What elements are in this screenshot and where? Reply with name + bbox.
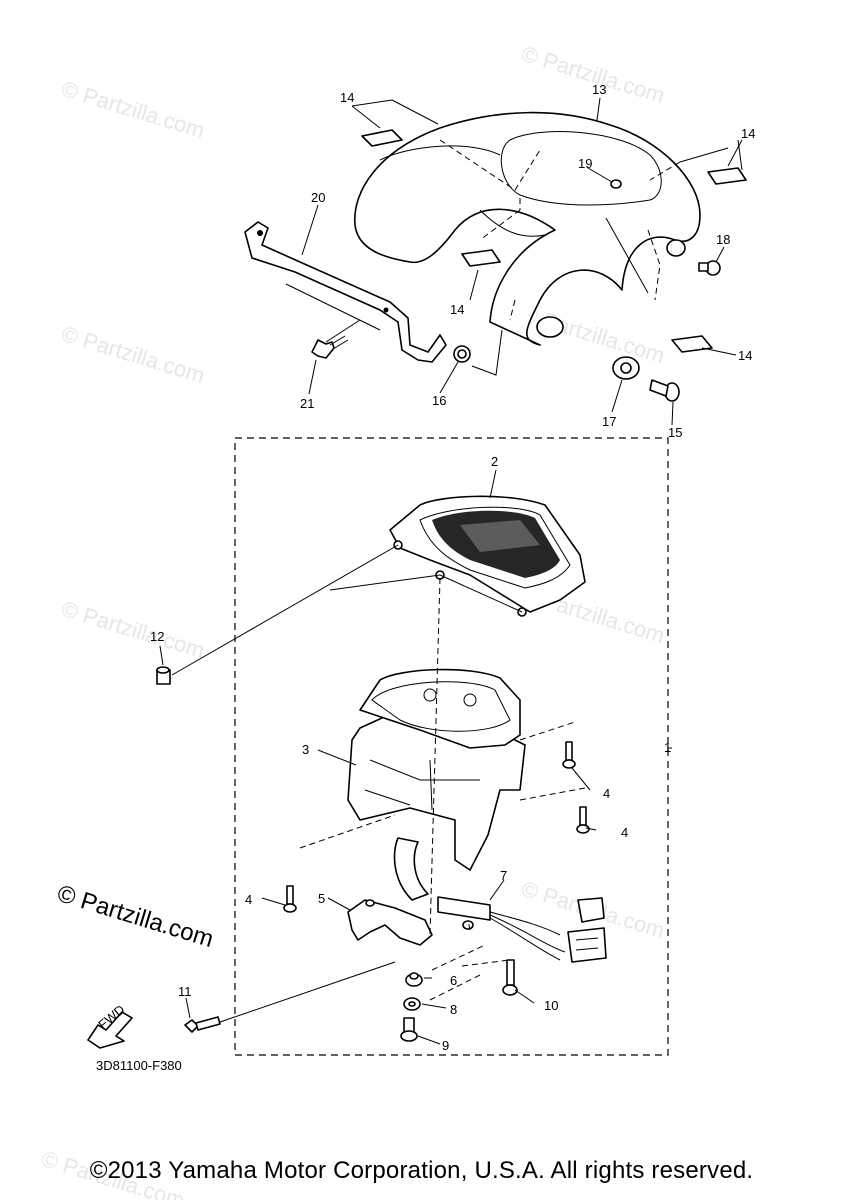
leader-lines-upper — [285, 97, 743, 426]
collar-12 — [156, 666, 171, 685]
callout-8: 8 — [450, 1002, 457, 1017]
callout-13: 13 — [592, 82, 606, 97]
nut-6 — [405, 972, 423, 987]
meter-housing-3 — [347, 668, 526, 901]
copyright-notice: ©2013 Yamaha Motor Corporation, U.S.A. A… — [89, 1157, 754, 1184]
callout-10: 10 — [544, 998, 558, 1013]
screw-21 — [311, 335, 349, 359]
washer-8 — [403, 997, 421, 1011]
watermark: © Partzilla.com — [519, 41, 668, 108]
callout-20: 20 — [311, 190, 325, 205]
callout-9: 9 — [442, 1038, 449, 1053]
bracket-5 — [347, 899, 433, 946]
callout-4: 4 — [245, 892, 252, 907]
screw-4 — [283, 741, 590, 913]
diagram-code: 3D81100-F380 — [96, 1058, 182, 1073]
callout-numbers: 1 2 3 4 4 4 5 6 7 8 9 10 11 12 13 14 14 … — [150, 82, 755, 1053]
callout-3: 3 — [302, 742, 309, 757]
watermark: © Partzilla.com — [59, 596, 208, 663]
callout-14: 14 — [450, 302, 464, 317]
bracket-20 — [244, 221, 447, 363]
callout-6: 6 — [450, 973, 457, 988]
callout-12: 12 — [150, 629, 164, 644]
screw-10 — [502, 959, 518, 996]
wire-harness-7 — [437, 896, 607, 963]
bolt-18 — [698, 260, 721, 276]
meter-cover-13 — [354, 111, 701, 346]
callout-4: 4 — [603, 786, 610, 801]
bolt-9 — [400, 1017, 418, 1042]
callout-14: 14 — [738, 348, 752, 363]
callout-14: 14 — [741, 126, 755, 141]
callout-17: 17 — [602, 414, 616, 429]
watermark: © Partzilla.com — [59, 321, 208, 388]
callout-4: 4 — [621, 825, 628, 840]
callout-19: 19 — [578, 156, 592, 171]
bolt-11 — [184, 1016, 221, 1033]
callout-14: 14 — [340, 90, 354, 105]
callout-2: 2 — [491, 454, 498, 469]
collar-16 — [453, 345, 471, 363]
callout-15: 15 — [668, 425, 682, 440]
meter-lens-2 — [389, 495, 586, 617]
callout-16: 16 — [432, 393, 446, 408]
assembly-boundary — [234, 437, 669, 1056]
leader-lines-lower — [159, 469, 672, 1045]
callout-1: 1 — [664, 740, 671, 755]
forward-arrow-icon: FWD — [87, 1002, 133, 1049]
bolt-15 — [649, 379, 680, 402]
callout-7: 7 — [500, 868, 507, 883]
grommet-17 — [612, 356, 640, 380]
callout-18: 18 — [716, 232, 730, 247]
callout-5: 5 — [318, 891, 325, 906]
callout-11: 11 — [178, 984, 192, 999]
watermark: © Partzilla.com — [59, 76, 208, 143]
callout-21: 21 — [300, 396, 314, 411]
